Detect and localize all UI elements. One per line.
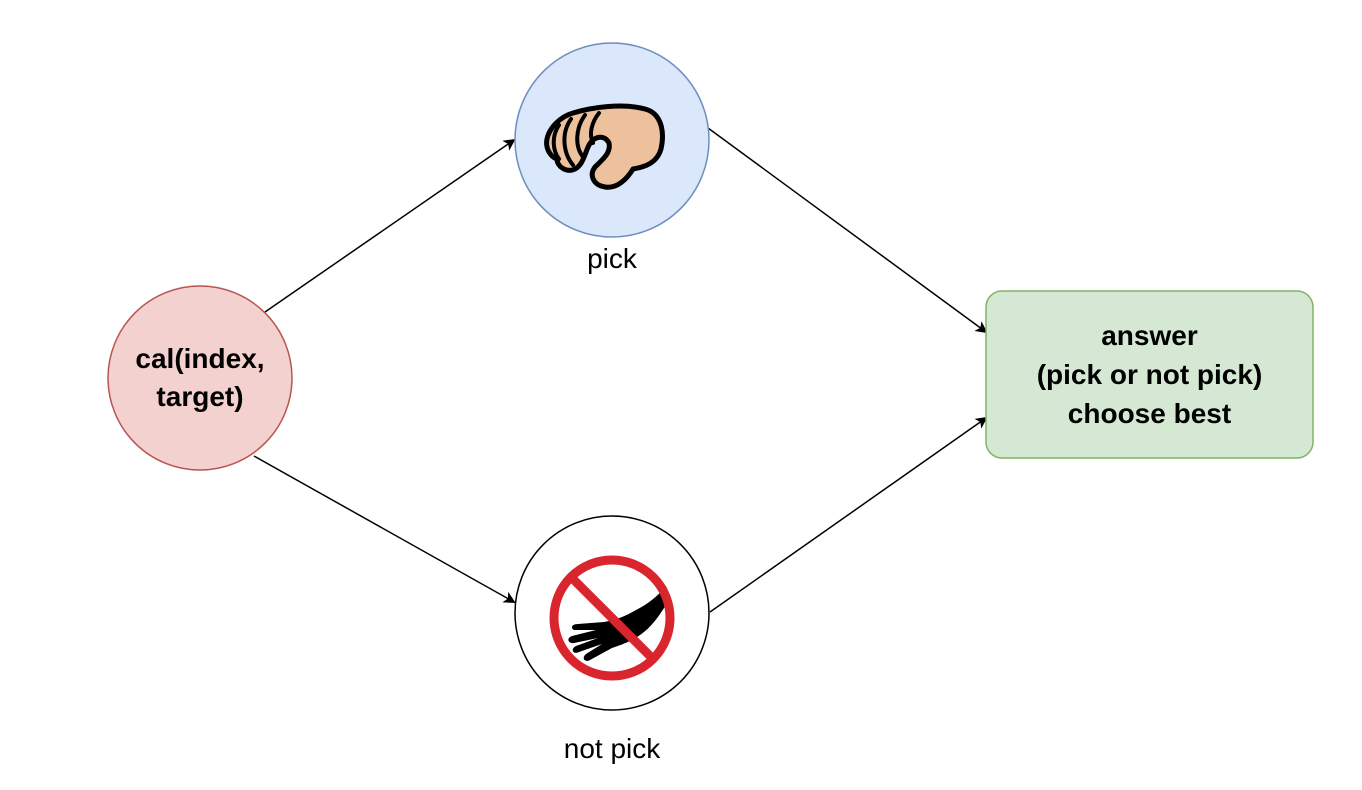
pick-label: pick xyxy=(587,243,637,274)
start-node-text: cal(index, target) xyxy=(135,343,265,412)
edge-pick-to-answer xyxy=(707,127,988,334)
start-node xyxy=(107,285,293,471)
pinching-hand-icon xyxy=(544,103,665,190)
edge-not-pick-to-answer xyxy=(709,416,988,613)
not-pick-label: not pick xyxy=(563,733,661,764)
no-touch-hand-icon xyxy=(549,555,675,681)
edge-start-to-pick xyxy=(264,138,516,313)
answer-node xyxy=(985,290,1314,459)
edge-start-to-not-pick xyxy=(253,455,516,603)
answer-node-text: answer (pick or not pick) choose best xyxy=(1036,320,1263,429)
